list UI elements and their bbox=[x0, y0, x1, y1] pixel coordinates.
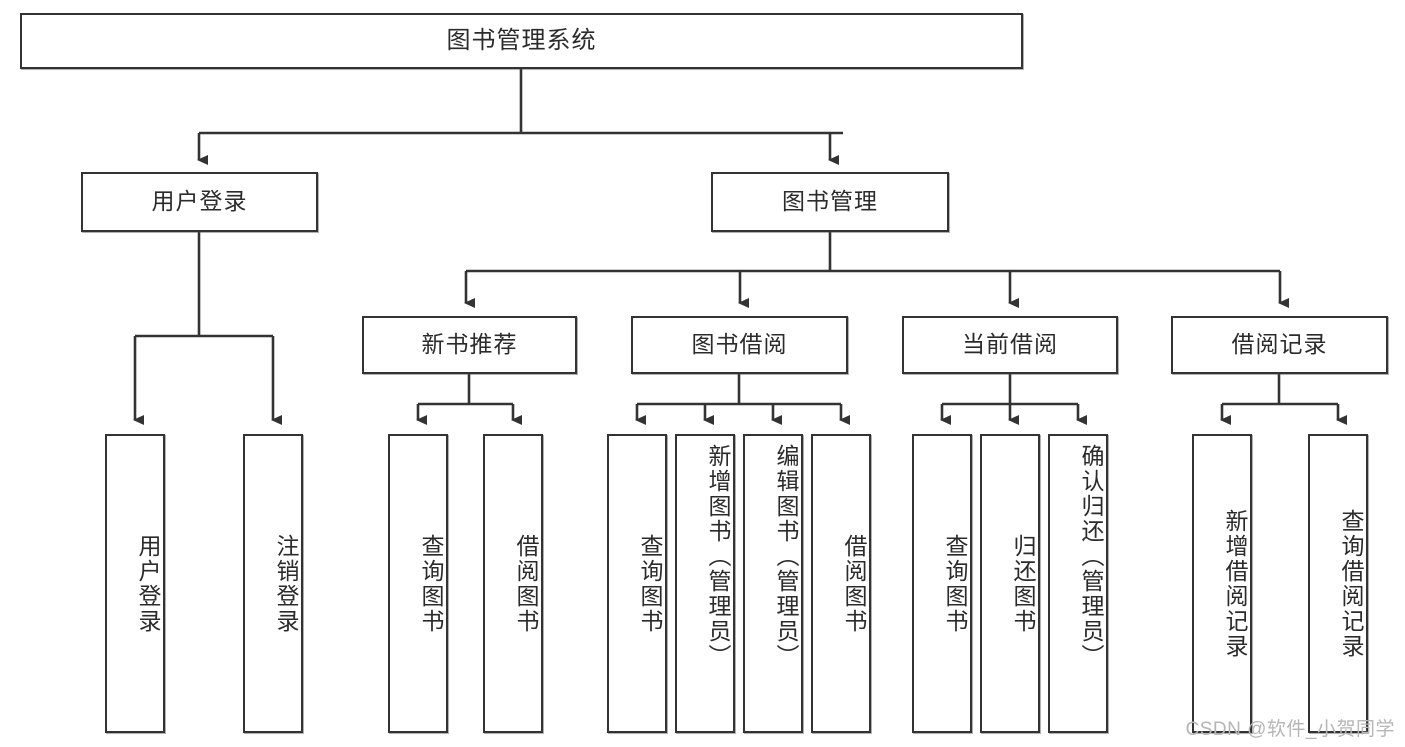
node-label: 查询图书 bbox=[637, 533, 663, 634]
node-label: 查询图书 bbox=[942, 533, 968, 634]
watermark-text: CSDN @软件_小贺同学 bbox=[1185, 719, 1395, 740]
leaf-query-borrow-record[interactable]: 查询借阅记录 bbox=[1308, 434, 1368, 733]
node-label: 确认归还（管理员） bbox=[1078, 444, 1104, 669]
leaf-logout[interactable]: 注销登录 bbox=[243, 434, 303, 733]
leaf-borrow-book-new[interactable]: 借阅图书 bbox=[483, 434, 543, 733]
leaf-borrow-book[interactable]: 借阅图书 bbox=[811, 434, 871, 733]
node-label: 新增借阅记录 bbox=[1222, 508, 1248, 659]
leaf-add-book-admin[interactable]: 新增图书（管理员） bbox=[675, 434, 735, 733]
node-user-login[interactable]: 用户登录 bbox=[81, 172, 318, 232]
node-label: 注销登录 bbox=[273, 533, 299, 634]
node-label: 借阅图书 bbox=[513, 533, 539, 634]
node-label: 归还图书 bbox=[1010, 533, 1036, 634]
leaf-add-borrow-record[interactable]: 新增借阅记录 bbox=[1192, 434, 1252, 733]
node-label: 借阅记录 bbox=[1231, 331, 1328, 358]
leaf-query-book-borrow[interactable]: 查询图书 bbox=[607, 434, 667, 733]
node-label: 编辑图书（管理员） bbox=[773, 444, 799, 669]
node-label: 图书管理系统 bbox=[446, 26, 597, 54]
leaf-confirm-return-admin[interactable]: 确认归还（管理员） bbox=[1048, 434, 1108, 733]
node-borrow-record[interactable]: 借阅记录 bbox=[1171, 316, 1388, 374]
node-current-borrow[interactable]: 当前借阅 bbox=[902, 316, 1118, 374]
node-new-book-recommend[interactable]: 新书推荐 bbox=[362, 316, 577, 374]
node-root-system[interactable]: 图书管理系统 bbox=[20, 13, 1023, 69]
node-book-management[interactable]: 图书管理 bbox=[711, 172, 949, 232]
node-label: 新增图书（管理员） bbox=[705, 444, 731, 669]
node-label: 图书借阅 bbox=[691, 331, 788, 358]
node-label: 查询图书 bbox=[418, 533, 444, 634]
leaf-edit-book-admin[interactable]: 编辑图书（管理员） bbox=[743, 434, 803, 733]
node-label: 新书推荐 bbox=[421, 331, 518, 358]
leaf-return-book[interactable]: 归还图书 bbox=[980, 434, 1040, 733]
node-label: 当前借阅 bbox=[962, 331, 1058, 358]
leaf-query-book-new[interactable]: 查询图书 bbox=[388, 434, 448, 733]
node-label: 借阅图书 bbox=[841, 533, 867, 634]
leaf-query-book-current[interactable]: 查询图书 bbox=[912, 434, 972, 733]
node-label: 查询借阅记录 bbox=[1338, 508, 1364, 659]
node-label: 用户登录 bbox=[135, 533, 161, 634]
leaf-user-login[interactable]: 用户登录 bbox=[105, 434, 165, 733]
node-label: 图书管理 bbox=[782, 188, 878, 215]
node-book-borrow[interactable]: 图书借阅 bbox=[631, 316, 848, 374]
node-label: 用户登录 bbox=[151, 188, 248, 215]
